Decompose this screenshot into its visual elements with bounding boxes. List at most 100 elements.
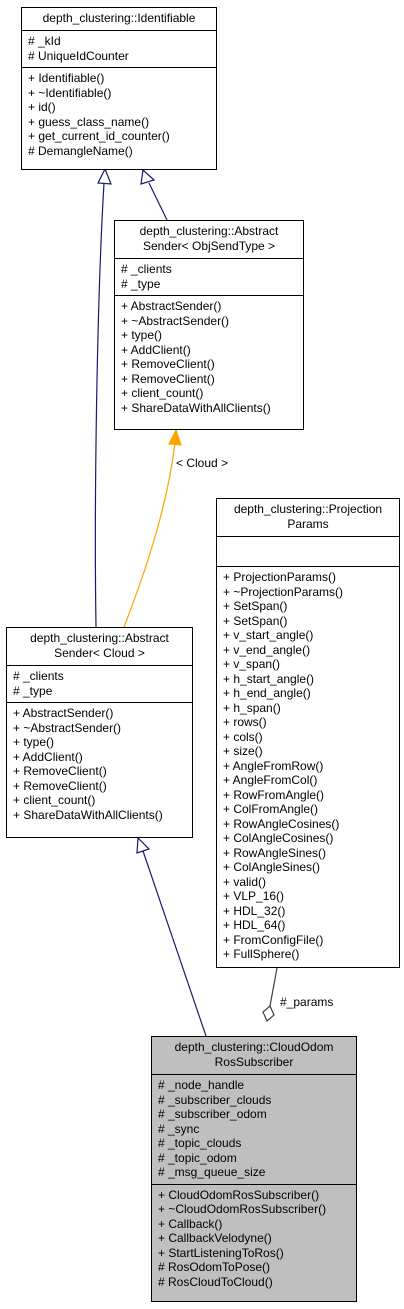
method-item[interactable]: + HDL_64() <box>223 918 286 932</box>
class-identifiable[interactable]: depth_clustering::Identifiable# _kId# Un… <box>21 7 217 170</box>
method-item[interactable]: + v_start_angle() <box>223 628 314 642</box>
method-item[interactable]: + CallbackVelodyne() <box>158 1231 272 1245</box>
method-item[interactable]: + FromConfigFile() <box>223 932 324 947</box>
method-item[interactable]: + ColFromAngle() <box>223 802 319 816</box>
method-item[interactable]: + AddClient() <box>13 749 83 764</box>
method-item[interactable]: + CloudOdomRosSubscriber() <box>158 1187 320 1202</box>
method-item[interactable]: + ~Identifiable() <box>28 85 112 100</box>
edge-subscriber-to-sender-cloud <box>142 850 207 1037</box>
attributes-section: # _kId# UniqueIdCounter <box>22 31 216 67</box>
attributes-section: # _clients# _type <box>7 666 192 702</box>
method-item[interactable]: + RowAngleCosines() <box>223 816 340 831</box>
params-member-label: #_params <box>280 995 334 1009</box>
attribute-item[interactable]: # _sync <box>158 1121 200 1136</box>
method-item[interactable]: + h_end_angle() <box>223 686 311 700</box>
method-item[interactable]: + ProjectionParams() <box>223 570 337 584</box>
attribute-item[interactable]: # UniqueIdCounter <box>28 48 129 63</box>
method-item[interactable]: + RowFromAngle() <box>223 787 325 802</box>
method-item[interactable]: # RosCloudToCloud() <box>158 1274 273 1289</box>
method-item[interactable]: + AngleFromRow() <box>223 758 324 773</box>
method-item[interactable]: + RemoveClient() <box>121 371 215 386</box>
method-item[interactable]: + AddClient() <box>121 342 191 357</box>
method-item[interactable]: + client_count() <box>121 386 204 400</box>
class-name-line: RosSubscriber <box>214 1055 294 1069</box>
attribute-item[interactable]: # _subscriber_odom <box>158 1107 267 1121</box>
attribute-item[interactable]: # _topic_odom <box>158 1150 237 1165</box>
class-name-line: depth_clustering::Abstract <box>139 224 279 238</box>
method-item[interactable]: + RemoveClient() <box>13 778 107 793</box>
class-name: depth_clustering::Identifiable <box>22 8 216 31</box>
method-item[interactable]: + ShareDataWithAllClients() <box>13 807 163 822</box>
attribute-item[interactable]: # _type <box>13 683 53 698</box>
method-item[interactable]: + ~CloudOdomRosSubscriber() <box>158 1202 327 1216</box>
method-item[interactable]: + h_start_angle() <box>223 671 315 686</box>
edge-template-instantiation <box>123 442 176 628</box>
attribute-item[interactable]: # _type <box>121 276 161 291</box>
method-item[interactable]: + ~ProjectionParams() <box>223 584 344 599</box>
class-name-line: depth_clustering::CloudOdom <box>174 1040 334 1054</box>
attributes-section <box>217 537 399 566</box>
attributes-section: # _clients# _type <box>115 259 303 295</box>
method-item[interactable]: + cols() <box>223 729 263 744</box>
composition-diamond-icon <box>262 1005 275 1022</box>
method-item[interactable]: + Identifiable() <box>28 71 105 85</box>
method-item[interactable]: + ColAngleCosines() <box>223 831 334 845</box>
attribute-item[interactable]: # _kId <box>28 34 61 48</box>
method-item[interactable]: + get_current_id_counter() <box>28 129 170 143</box>
method-item[interactable]: + type() <box>121 328 163 342</box>
method-item[interactable]: + v_span() <box>223 657 281 671</box>
method-item[interactable]: + HDL_32() <box>223 903 286 918</box>
method-item[interactable]: + size() <box>223 744 263 758</box>
method-item[interactable]: + Callback() <box>158 1216 223 1231</box>
method-item[interactable]: + v_end_angle() <box>223 642 311 657</box>
method-item[interactable]: + ColAngleSines() <box>223 860 321 874</box>
method-item[interactable]: + FullSphere() <box>223 947 300 961</box>
method-item[interactable]: # RosOdomToPose() <box>158 1260 271 1274</box>
attribute-item[interactable]: # _clients <box>13 669 64 683</box>
class-name-line: Sender< ObjSendType > <box>142 239 276 253</box>
class-name-line: Params <box>287 517 329 531</box>
method-item[interactable]: + ShareDataWithAllClients() <box>121 400 271 415</box>
method-item[interactable]: + guess_class_name() <box>28 114 150 129</box>
method-item[interactable]: + SetSpan() <box>223 613 288 628</box>
method-item[interactable]: + RemoveClient() <box>13 764 107 778</box>
method-item[interactable]: + rows() <box>223 715 267 729</box>
method-item[interactable]: # DemangleName() <box>28 143 133 158</box>
inheritance-arrowhead-icon <box>97 167 112 185</box>
method-item[interactable]: + h_span() <box>223 700 281 715</box>
template-arrowhead-icon <box>168 428 182 446</box>
class-name-line: depth_clustering::Projection <box>233 502 383 516</box>
method-item[interactable]: + client_count() <box>13 793 96 807</box>
method-item[interactable]: + id() <box>28 100 56 114</box>
method-item[interactable]: + type() <box>13 735 55 749</box>
method-item[interactable]: + ~AbstractSender() <box>13 720 122 735</box>
method-item[interactable]: + RemoveClient() <box>121 357 215 371</box>
attribute-item[interactable]: # _subscriber_clouds <box>158 1092 272 1107</box>
method-item[interactable]: + valid() <box>223 874 267 889</box>
methods-section: + Identifiable()+ ~Identifiable()+ id()+… <box>22 67 216 162</box>
attribute-item[interactable]: # _node_handle <box>158 1078 245 1092</box>
method-item[interactable]: + VLP_16() <box>223 889 285 903</box>
attribute-item[interactable]: # _clients <box>121 262 172 276</box>
edge-params-composition <box>269 967 278 1007</box>
attribute-item[interactable]: # _msg_queue_size <box>158 1165 266 1179</box>
method-item[interactable]: + SetSpan() <box>223 599 288 613</box>
method-item[interactable]: + RowAngleSines() <box>223 845 327 860</box>
method-item[interactable]: + AngleFromCol() <box>223 773 318 787</box>
class-name-line: depth_clustering::Abstract <box>30 631 169 645</box>
method-item[interactable]: + AbstractSender() <box>13 706 114 720</box>
method-item[interactable]: + ~AbstractSender() <box>121 313 230 328</box>
method-item[interactable]: + AbstractSender() <box>121 299 222 313</box>
methods-section: + AbstractSender()+ ~AbstractSender()+ t… <box>7 702 192 826</box>
method-item[interactable]: + StartListeningToRos() <box>158 1245 284 1260</box>
attribute-item[interactable]: # _topic_clouds <box>158 1136 242 1150</box>
edge-cloud-to-identifiable <box>94 182 105 628</box>
